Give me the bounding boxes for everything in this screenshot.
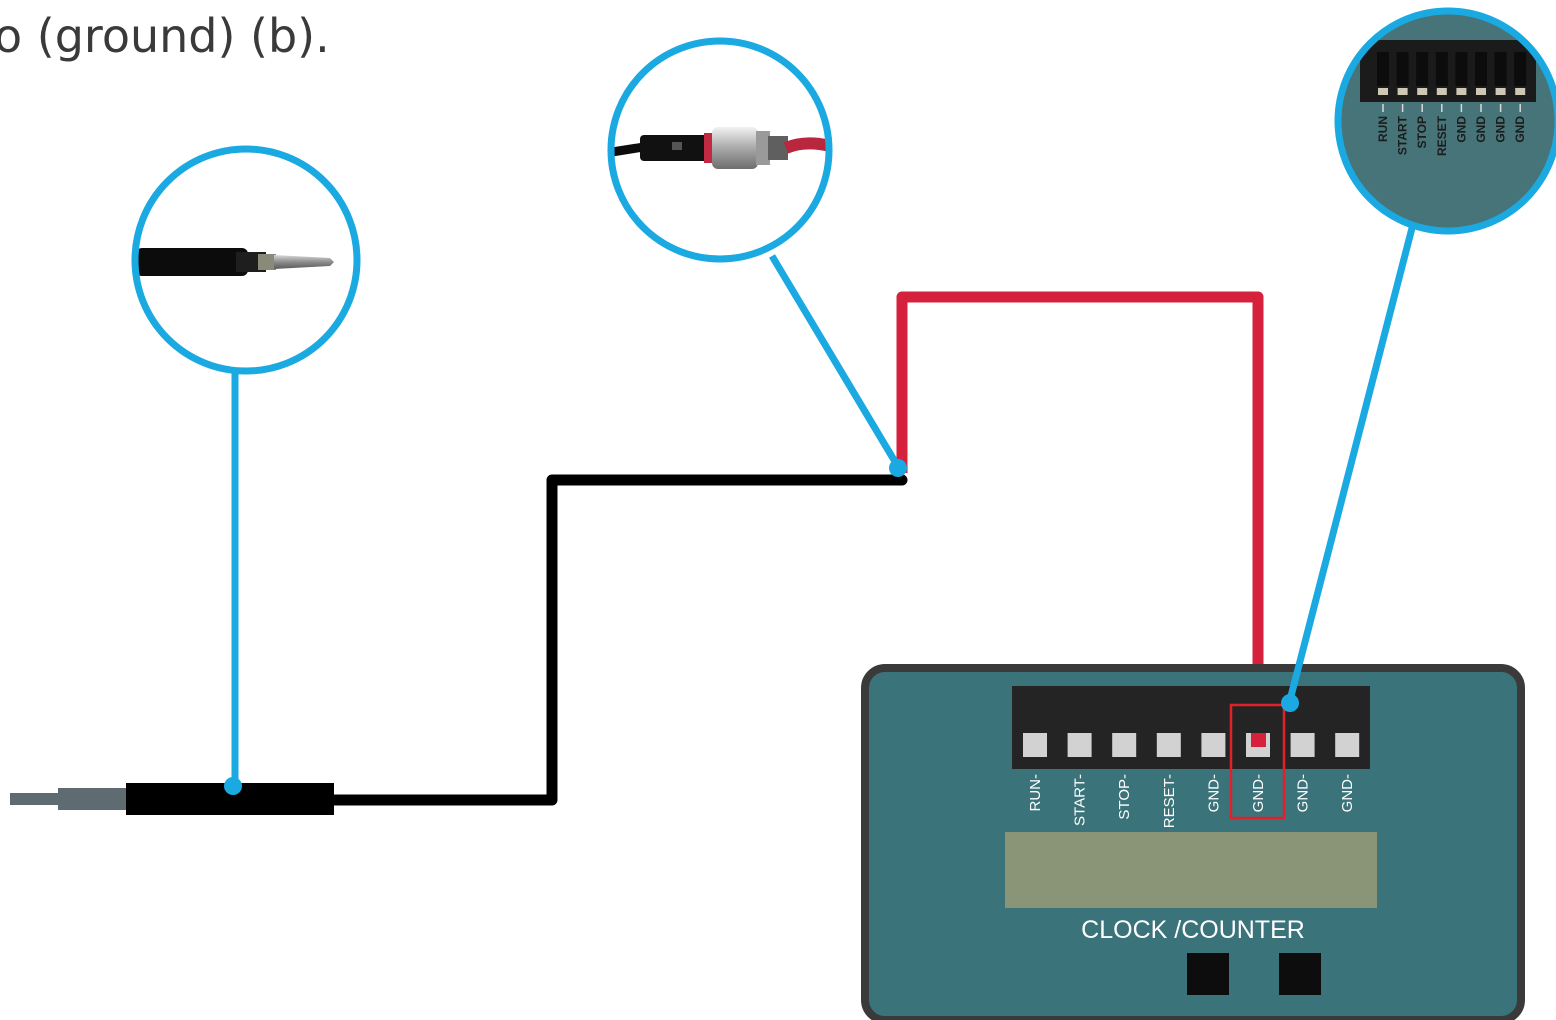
terminal-screw xyxy=(1023,733,1047,757)
photo-terminal-screw xyxy=(1456,88,1467,95)
photo-terminal-label: RESET xyxy=(1435,115,1449,156)
photo-terminal-label: START xyxy=(1396,115,1410,155)
photo-terminal-slot xyxy=(1494,52,1507,86)
terminal-label: GND- xyxy=(1205,774,1222,812)
terminal-screw xyxy=(1335,733,1360,757)
terminal-label: GND- xyxy=(1250,774,1267,812)
callout-terminal: RUN START STOP RESET GND GND GND GND xyxy=(1281,7,1556,712)
callout-terminal-leader xyxy=(1286,227,1416,701)
photo-terminal-label: RUN xyxy=(1376,116,1390,142)
terminal-label: STOP- xyxy=(1116,774,1133,820)
terminal-label: GND- xyxy=(1339,774,1356,812)
callout-connector xyxy=(607,37,907,477)
photo-terminal-screw xyxy=(1436,88,1447,95)
callout-connector-ring xyxy=(607,37,833,263)
photo-terminal-slot xyxy=(1475,52,1487,86)
lcd-display xyxy=(1005,832,1377,908)
photo-terminal-screw xyxy=(1476,88,1486,95)
terminal-label: RESET- xyxy=(1161,774,1178,828)
device-button-right xyxy=(1279,953,1321,995)
photo-terminal-screw xyxy=(1495,88,1506,95)
photo-terminal-slot xyxy=(1455,52,1468,86)
terminal-screw xyxy=(1112,733,1137,757)
terminal-labels: RUN- START- STOP- RESET- GND- GND- GND- GND- xyxy=(1027,774,1356,828)
red-wire xyxy=(896,291,1264,740)
terminal-label: RUN- xyxy=(1027,774,1044,812)
callout-plug-ring xyxy=(131,145,361,375)
terminal-screw xyxy=(1156,733,1181,757)
callout-connector-photo xyxy=(611,41,829,259)
terminal-label: START- xyxy=(1072,774,1089,826)
photo-terminal-label: STOP xyxy=(1415,116,1429,148)
photo-terminal-slot xyxy=(1435,52,1448,86)
callout-terminal-ring xyxy=(1334,7,1556,235)
photo-terminal-label: GND xyxy=(1513,116,1527,143)
caption-text: o (ground) (b). xyxy=(0,9,330,63)
terminal-screw xyxy=(1290,733,1315,757)
banana-plug xyxy=(10,783,334,815)
photo-terminal-screw xyxy=(1378,88,1388,95)
device-title: CLOCK /COUNTER xyxy=(1081,916,1305,944)
callout-plug xyxy=(131,145,361,795)
photo-terminal-screw xyxy=(1397,88,1408,95)
terminal-screw xyxy=(1067,733,1092,757)
photo-terminal-slot xyxy=(1514,52,1527,86)
callout-plug-dot xyxy=(224,777,242,795)
photo-terminal-slot xyxy=(1396,52,1409,86)
photo-terminal-label: GND xyxy=(1454,116,1468,143)
gnd-highlight-box xyxy=(1229,703,1286,820)
terminal-label: GND- xyxy=(1295,774,1312,812)
callout-plug-photo xyxy=(135,149,357,371)
photo-terminal-slot xyxy=(1377,52,1389,86)
callout-connector-leader xyxy=(768,254,904,472)
red-wire-end xyxy=(1251,733,1266,747)
callout-connector-dot xyxy=(889,459,907,477)
photo-terminal-screw xyxy=(1417,88,1428,95)
plug-collar xyxy=(58,788,130,810)
plug-tip xyxy=(10,793,60,805)
photo-terminal-slot xyxy=(1416,52,1429,86)
photo-terminal-label: GND xyxy=(1474,116,1488,143)
callout-terminal-dot xyxy=(1281,694,1299,712)
photo-terminal-screw xyxy=(1515,88,1526,95)
terminal-screw xyxy=(1201,733,1226,757)
terminal-block xyxy=(1012,686,1370,769)
black-wire xyxy=(326,474,908,806)
clock-counter-device: RUN- START- STOP- RESET- GND- GND- GND- GND- CL… xyxy=(861,664,1525,1020)
callout-terminal-photo: RUN START STOP RESET GND GND GND GND xyxy=(1338,11,1556,231)
device-button-left xyxy=(1187,953,1229,995)
photo-terminal-label: GND xyxy=(1494,116,1508,143)
